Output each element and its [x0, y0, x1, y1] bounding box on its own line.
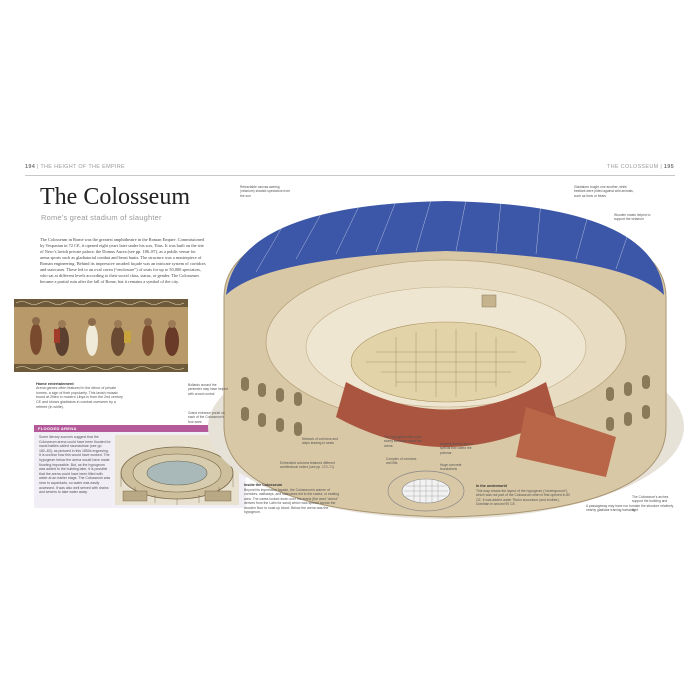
flooded-arena-band: FLOODED ARENA	[34, 425, 246, 432]
annotation-entrance: Grand entrance portal on each of the Col…	[188, 411, 225, 424]
annotation-complex: Complex of corridors and lifts	[386, 457, 417, 466]
flooded-arena-box: FLOODED ARENA Some literary sources sugg…	[34, 425, 246, 508]
flooded-arena-text: Some literary sources suggest that the C…	[39, 435, 111, 495]
right-section-title: THE COLOSSEUM	[606, 164, 659, 170]
underworld-caption: In the underworld This map shows the lay…	[476, 484, 572, 507]
home-entertainment-heading: Home entertainment	[36, 381, 74, 386]
left-page-number: 194	[25, 164, 36, 170]
annotation-engaged-columns: Embedded columns featured different arch…	[280, 461, 335, 470]
annotation-network: Network of corridors and steps leading t…	[302, 437, 338, 446]
colosseum-cutaway-illustration	[208, 199, 684, 519]
gladiator-mosaic-image	[14, 299, 188, 372]
left-running-head: 194 | THE HEIGHT OF THE EMPIRE	[25, 164, 125, 170]
inside-colosseum-heading: Inside the Colosseum	[244, 483, 283, 487]
inside-colosseum-caption: Inside the Colosseum Beyond its impressi…	[244, 483, 342, 515]
flooded-arena-heading: FLOODED ARENA	[38, 426, 77, 431]
annotation-arches: The Colosseum’s arches support the build…	[632, 495, 674, 512]
left-section-title: THE HEIGHT OF THE EMPIRE	[40, 164, 125, 170]
home-entertainment-caption: Home entertainment Arena games often fea…	[36, 381, 126, 409]
annotation-bollards: Bollards around the perimeter may have h…	[188, 383, 228, 396]
page-title: The Colosseum	[40, 184, 190, 210]
inside-colosseum-text: Beyond its impressive façade, the Coloss…	[244, 487, 339, 515]
intro-paragraph: The Colosseum in Rome was the greatest a…	[40, 237, 206, 284]
page-subtitle: Rome’s great stadium of slaughter	[41, 213, 162, 222]
right-running-head: THE COLOSSEUM | 195	[606, 164, 674, 170]
annotation-gladiators: Gladiators fought one another, while bes…	[574, 185, 634, 198]
annotation-awning: Retractable canvas awning (velarium) sha…	[240, 185, 291, 198]
hypogeum-plan-diagram	[387, 470, 465, 512]
header-rule	[25, 175, 675, 176]
intro-text: The Colosseum in Rome was the greatest a…	[40, 237, 206, 285]
annotation-masts: Wooden masts helped to support the velar…	[614, 213, 651, 222]
right-page-number: 195	[663, 164, 674, 170]
underworld-heading: In the underworld	[476, 484, 507, 488]
annotation-hypogeum: The hypogeum was a two-storey structure …	[384, 435, 423, 448]
flooded-arena-engraving	[115, 435, 239, 505]
annotation-foundations: Huge concrete foundations	[440, 463, 462, 472]
page-header: 194 | THE HEIGHT OF THE EMPIRE THE COLOS…	[8, 164, 692, 174]
annotation-passageway: A passageway may have run to nearby glad…	[586, 504, 635, 513]
book-spread: 194 | THE HEIGHT OF THE EMPIRE THE COLOS…	[8, 155, 692, 547]
annotation-imperial-box: Imperial family sat in a special box cal…	[440, 442, 473, 455]
underworld-text: This map shows the layout of the hypogeu…	[476, 488, 571, 507]
home-entertainment-text: Arena games often featured in the décor …	[36, 386, 123, 409]
